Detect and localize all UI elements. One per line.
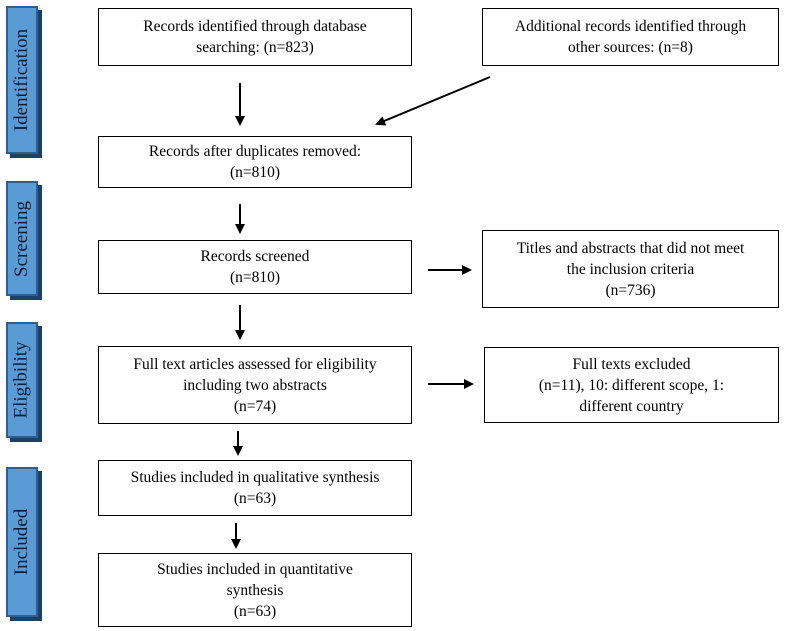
box-line: (n=810) [229, 269, 281, 286]
box-line: (n=63) [233, 602, 277, 620]
box-line: Records identified through database [143, 18, 367, 35]
box-line: (n=736) [605, 281, 656, 299]
stage-tab-screening: Screening [6, 181, 38, 296]
box-line: the inclusion criteria [566, 260, 695, 278]
stage-tab-eligibility: Eligibility [6, 322, 38, 438]
box-line: Full text articles assessed for eligibil… [133, 355, 377, 373]
box-line: Records after duplicates removed: [148, 143, 362, 160]
box-line: Titles and abstracts that did not meet [516, 239, 745, 257]
box-line: synthesis [226, 581, 284, 599]
box-line: Full texts excluded [572, 355, 691, 373]
box-duplicates-removed: Records after duplicates removed: (n=810… [98, 136, 412, 188]
box-line: Studies included in qualitative synthesi… [130, 469, 380, 486]
box-line: other sources: (n=8) [568, 39, 693, 56]
box-database-records: Records identified through database sear… [98, 8, 412, 66]
box-line: (n=63) [233, 490, 277, 507]
box-quantitative-synthesis: Studies included in quantitative synthes… [98, 553, 412, 627]
box-line: (n=810) [229, 164, 281, 181]
box-full-text-assessed: Full text articles assessed for eligibil… [98, 346, 412, 424]
stage-tab-included: Included [6, 467, 38, 617]
box-full-texts-excluded: Full texts excluded (n=11), 10: differen… [484, 347, 779, 423]
box-line: Records screened [200, 248, 310, 265]
box-line: Studies included in quantitative [157, 560, 353, 578]
box-records-screened: Records screened (n=810) [98, 240, 412, 294]
box-other-sources: Additional records identified through ot… [482, 8, 779, 66]
box-line: Additional records identified through [514, 18, 747, 35]
arrow-other-to-duplicates [375, 76, 491, 126]
box-line: (n=11), 10: different scope, 1: [538, 376, 725, 394]
box-line: searching: (n=823) [196, 39, 314, 56]
box-titles-abstracts-excluded: Titles and abstracts that did not meet t… [482, 230, 779, 308]
box-line: different country [579, 397, 684, 415]
box-qualitative-synthesis: Studies included in qualitative synthesi… [98, 460, 412, 516]
box-line: including two abstracts [183, 376, 327, 394]
stage-tab-identification: Identification [6, 6, 38, 154]
box-line: (n=74) [233, 397, 277, 415]
